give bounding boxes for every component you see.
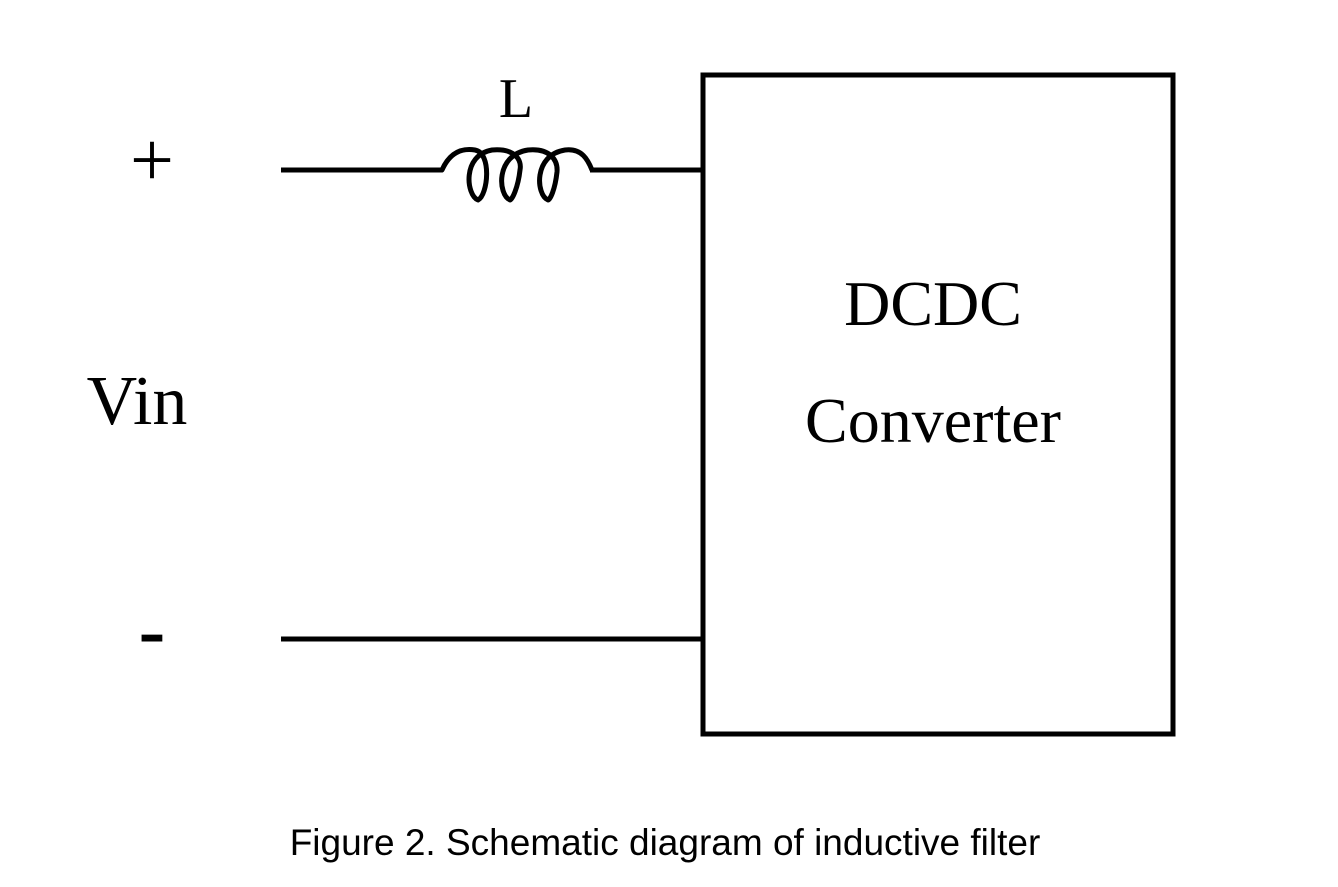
negative-terminal-label: - xyxy=(139,587,166,675)
positive-terminal-label: + xyxy=(130,116,174,203)
converter-label-line2: Converter xyxy=(805,385,1061,456)
dcdc-converter-block xyxy=(700,72,1176,737)
figure-caption: Figure 2. Schematic diagram of inductive… xyxy=(290,822,1041,863)
inductor-label: L xyxy=(499,68,533,130)
input-voltage-label: Vin xyxy=(87,363,188,440)
inductor-coil xyxy=(439,147,595,203)
converter-label-line1: DCDC xyxy=(844,268,1022,339)
